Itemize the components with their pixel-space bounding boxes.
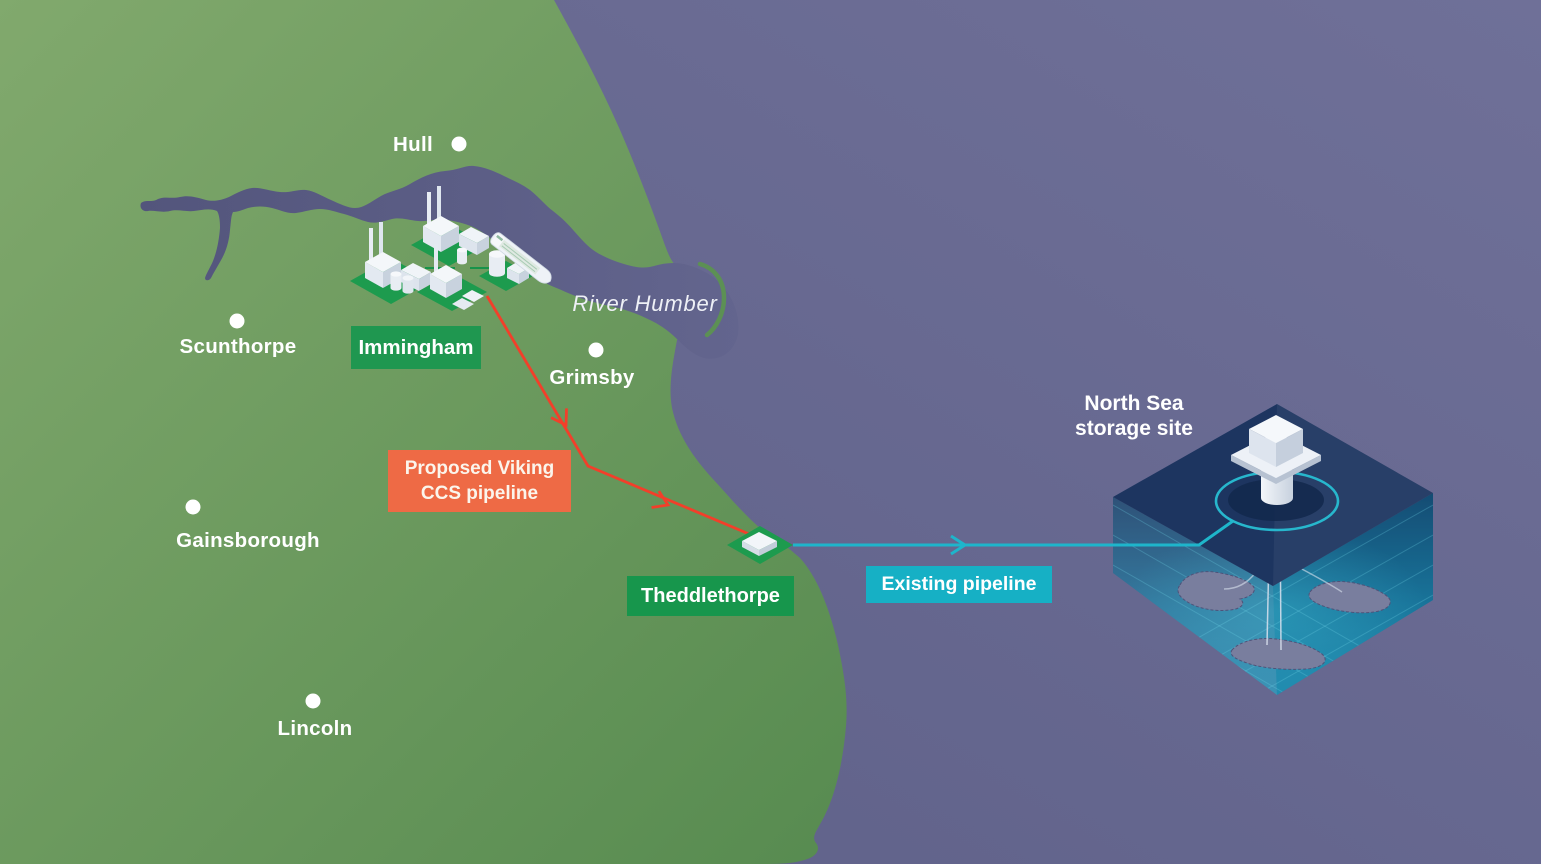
- ship-icon: [490, 232, 552, 284]
- reservoir-blobs: [1177, 571, 1391, 670]
- pipeline-arrow-icon: [550, 408, 568, 428]
- pipeline-arrow-icon: [950, 534, 968, 556]
- immingham-industrial-cluster: [350, 186, 552, 311]
- land-mass: [0, 0, 847, 864]
- existing-pipeline-line: [793, 519, 1234, 556]
- pipeline-arrow-icon: [651, 490, 671, 509]
- factory-icon: [411, 186, 489, 266]
- offshore-platform-icon: [1214, 415, 1340, 532]
- proposed-pipeline-line: [485, 295, 769, 544]
- terminal-pad-icon: [727, 526, 793, 564]
- factory-icon: [350, 222, 432, 304]
- spurn-spit: [697, 261, 727, 338]
- factory-icon: [417, 244, 487, 311]
- factory-icon: [479, 250, 533, 291]
